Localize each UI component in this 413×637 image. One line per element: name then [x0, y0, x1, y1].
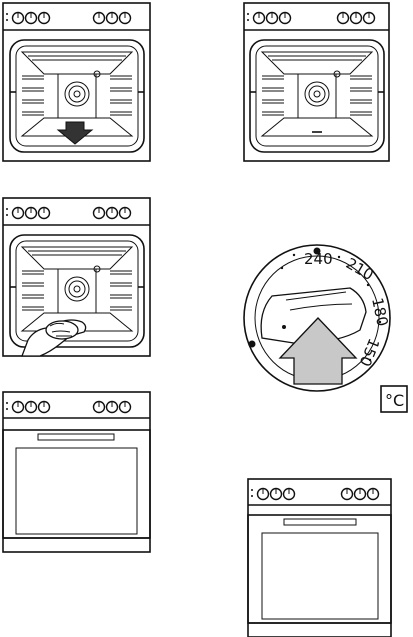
celsius-symbol: °C: [385, 391, 404, 410]
door-handle: [38, 434, 114, 440]
dial-temp-240: 240: [304, 250, 333, 268]
control-knobs: [6, 13, 131, 24]
hand-cleaning-icon: [22, 320, 86, 356]
dial-temp-150: 150: [356, 336, 383, 369]
temperature-dial: 240 210 180 150: [244, 245, 392, 391]
oven-panel-4: [3, 392, 150, 552]
oven-back-wall: [58, 74, 96, 118]
dial-off-dot: [249, 341, 256, 348]
control-knobs: [247, 13, 375, 24]
celsius-icon: °C: [381, 386, 407, 412]
oven-panel-5: [248, 479, 391, 637]
remove-arrow-icon: [58, 122, 92, 144]
side-rack-right: [110, 76, 132, 115]
oven-ceiling: [22, 52, 132, 74]
oven-panel-1: [3, 3, 150, 161]
control-knobs: [6, 402, 131, 413]
oven-panel-3: [3, 198, 150, 356]
side-rack-left: [22, 76, 44, 115]
control-knobs: [251, 489, 379, 500]
door-handle: [284, 519, 356, 525]
dial-temp-210: 210: [343, 254, 377, 284]
oven-door: [248, 515, 391, 623]
control-knobs: [6, 208, 131, 219]
door-window: [262, 533, 378, 619]
oven-panel-2: [244, 3, 389, 161]
oven-floor-open: [262, 118, 372, 136]
oven-door: [3, 430, 150, 538]
door-window: [16, 448, 137, 534]
